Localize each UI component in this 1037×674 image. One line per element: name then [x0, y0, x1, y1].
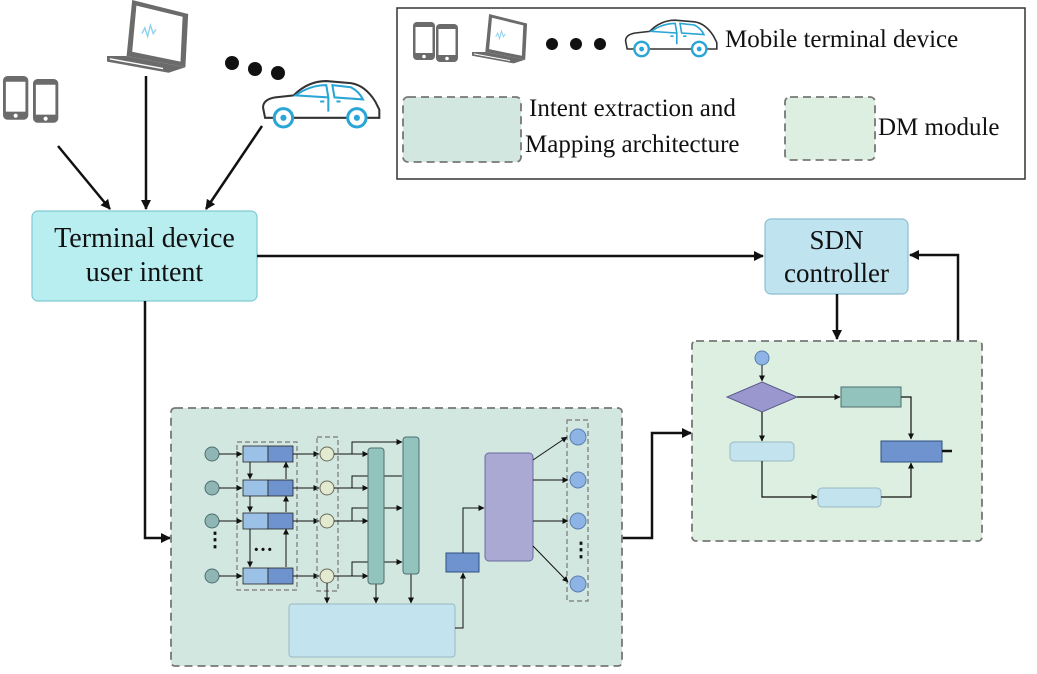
input-ellipsis: ⋮ [205, 529, 225, 551]
phone-icon [3, 76, 59, 123]
arrow-car-to-intent [204, 125, 264, 210]
laptop-icon [106, 0, 189, 74]
sdn-controller-label: SDN controller [765, 219, 908, 294]
dm-module-panel [691, 340, 983, 542]
arrow-architecture-to-dm [622, 428, 692, 540]
intent-architecture-panel [170, 407, 623, 667]
output-ellipsis: ⋮ [571, 539, 591, 561]
car-icon [261, 79, 381, 129]
legend-dm-module-label: DM module [878, 114, 1000, 141]
terminal-intent-label-line1: Terminal device [54, 223, 235, 255]
legend-intent-extraction-label-line1: Intent extraction and [529, 95, 736, 122]
terminal-intent-label-line2: user intent [85, 257, 204, 288]
legend-intent-swatch [402, 96, 522, 163]
sdn-controller-label-line2: controller [784, 257, 889, 288]
legend-intent-extraction-label-line2: Mapping architecture [525, 131, 740, 158]
legend-mobile-terminal-label: Mobile terminal device [725, 26, 959, 53]
legend-dm-swatch [784, 96, 876, 161]
ellipsis-dots [225, 56, 285, 80]
lstm-ellipsis: … [253, 534, 275, 556]
arrow-intent-to-architecture [143, 301, 171, 543]
legend-ellipsis-dots [546, 38, 606, 50]
sdn-controller-label-line1: SDN [809, 225, 864, 256]
arrow-phone-to-intent [57, 145, 111, 210]
terminal-intent-label: Terminal device user intent [32, 211, 257, 301]
